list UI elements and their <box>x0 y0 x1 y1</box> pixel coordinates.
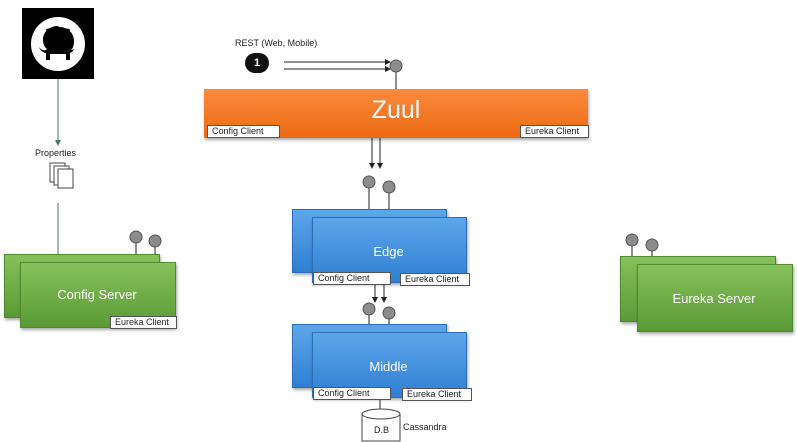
documents-icon <box>49 162 74 189</box>
github-octocat-icon <box>31 17 85 71</box>
edge-title: Edge <box>373 244 404 259</box>
eureka-server-instance-front <box>637 264 793 332</box>
config-endpoint-2 <box>148 234 162 248</box>
middle-endpoint-1 <box>362 302 376 316</box>
middle-title: Middle <box>369 359 408 374</box>
eureka-endpoint-1 <box>625 233 639 247</box>
edge-eureka-client-tag: Eureka Client <box>400 273 470 286</box>
edge-config-client-tag: Config Client <box>313 272 391 285</box>
middle-config-client-tag: Config Client <box>313 387 391 400</box>
zuul-config-client-tag: Config Client <box>207 125 280 138</box>
edge-endpoint-2 <box>382 180 396 194</box>
eureka-server-title: Eureka Server <box>672 291 756 306</box>
config-server-title: Config Server <box>57 287 137 302</box>
step-badge: 1 <box>245 53 269 73</box>
zuul-title: Zuul <box>371 96 421 124</box>
zuul-endpoint <box>389 59 403 73</box>
middle-eureka-client-tag: Eureka Client <box>402 388 472 401</box>
db-label: D.B <box>374 425 390 435</box>
database-icon <box>361 408 401 442</box>
config-server-eureka-client-tag: Eureka Client <box>110 316 177 329</box>
middle-endpoint-2 <box>382 306 396 320</box>
properties-label: Properties <box>35 148 77 158</box>
edge-endpoint-1 <box>362 175 376 189</box>
rest-label: REST (Web, Mobile) <box>235 38 318 48</box>
zuul-eureka-client-tag: Eureka Client <box>520 125 589 138</box>
eureka-endpoint-2 <box>645 238 659 252</box>
github-logo <box>22 8 94 79</box>
config-endpoint-1 <box>129 230 143 244</box>
cassandra-label: Cassandra <box>403 422 447 432</box>
